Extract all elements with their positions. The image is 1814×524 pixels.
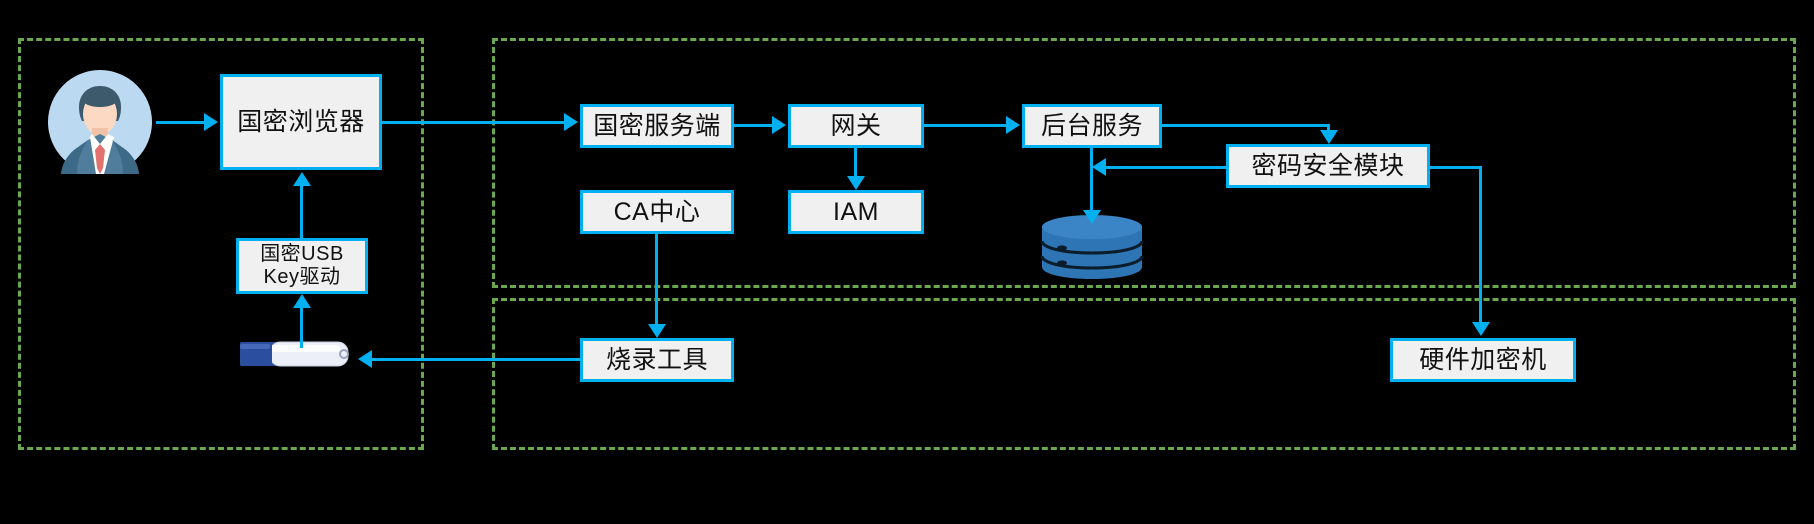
database-cylinder-icon [1040, 214, 1144, 280]
edge-user-to-browser [156, 121, 204, 124]
arrowhead-burntool-to-usbtoken [358, 350, 372, 368]
node-burn-tool[interactable]: 烧录工具 [580, 338, 734, 382]
edge-gmserver-to-gateway [734, 124, 772, 127]
usb-key-token-icon [240, 338, 358, 370]
arrowhead-usbkeydriver-to-browser [293, 172, 311, 186]
arrowhead-crypto-to-hsm [1472, 322, 1490, 336]
edge-usbtoken-to-usbkeydriver [300, 308, 303, 348]
arrowhead-usbtoken-to-usbkeydriver [293, 294, 311, 308]
edge-backend-to-crypto-vertical [1327, 124, 1330, 132]
arrowhead-gateway-to-backend [1006, 116, 1020, 134]
arrowhead-browser-to-gm-server [564, 113, 578, 131]
node-browser[interactable]: 国密浏览器 [220, 74, 382, 170]
node-iam[interactable]: IAM [788, 190, 924, 234]
edge-backend-to-crypto-horizontal [1162, 124, 1330, 127]
node-usb-key-driver[interactable]: 国密USB Key驱动 [236, 238, 368, 294]
edge-usbkeydriver-to-browser [300, 186, 303, 238]
zone-client-boundary [18, 38, 424, 450]
arrowhead-gmserver-to-gateway [772, 116, 786, 134]
edge-ca-to-burntool [655, 234, 658, 324]
arrowhead-backend-to-crypto [1320, 130, 1338, 144]
arrowhead-crypto-to-backend [1092, 158, 1106, 176]
node-gateway[interactable]: 网关 [788, 104, 924, 148]
edge-crypto-to-backend [1106, 166, 1228, 169]
arrowhead-gateway-to-iam [847, 176, 865, 190]
zone-server-upper-boundary [492, 38, 1796, 288]
edge-crypto-to-hsm-vertical [1479, 166, 1482, 324]
node-ca-center[interactable]: CA中心 [580, 190, 734, 234]
node-backend-service[interactable]: 后台服务 [1022, 104, 1162, 148]
zone-server-lower-boundary [492, 298, 1796, 450]
edge-gateway-to-iam [854, 148, 857, 176]
edge-browser-to-gm-server [382, 121, 564, 124]
arrowhead-ca-to-burntool [648, 324, 666, 338]
edge-gateway-to-backend [924, 124, 1006, 127]
edge-burntool-to-usbtoken [372, 358, 580, 361]
user-avatar-icon [48, 70, 152, 174]
node-hardware-encryption-machine[interactable]: 硬件加密机 [1390, 338, 1576, 382]
node-crypto-security-module[interactable]: 密码安全模块 [1226, 144, 1430, 188]
arrowhead-backend-to-database [1083, 210, 1101, 224]
node-gm-server[interactable]: 国密服务端 [580, 104, 734, 148]
arrowhead-user-to-browser [204, 113, 218, 131]
edge-backend-to-database [1090, 148, 1093, 210]
edge-crypto-to-hsm-horizontal [1430, 166, 1482, 169]
